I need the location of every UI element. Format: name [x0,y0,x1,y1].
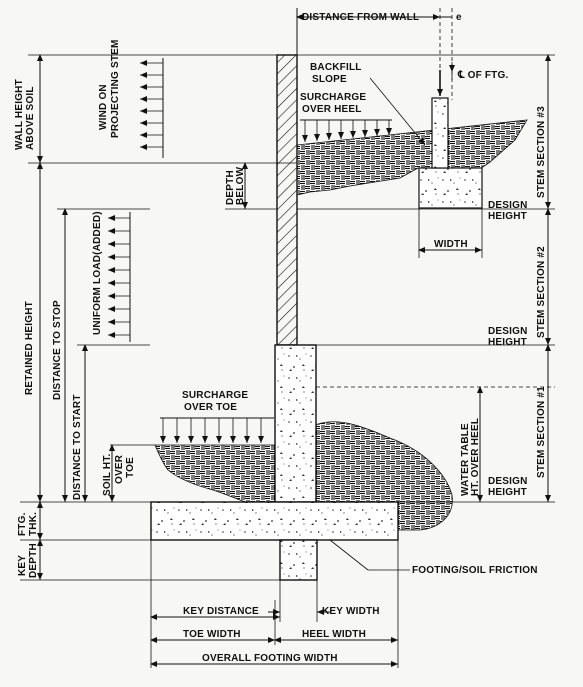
label-key-depth-2: DEPTH [28,543,39,578]
footing-key [279,539,318,581]
wind-arrows [140,58,164,158]
label-surcharge-over-heel-1: SURCHARGE [300,92,366,103]
wall-stem-lower [274,344,317,503]
label-water-table-2: HT. OVER HEEL [470,418,481,496]
label-footing-soil-friction: FOOTING/SOIL FRICTION [412,565,538,576]
label-stem-section-3: STEM SECTION #3 [536,106,547,198]
label-distance-to-stop: DISTANCE TO STOP [52,300,63,400]
label-ftg-thk-2: THK. [28,512,39,536]
label-e: e [456,12,462,23]
label-wind-2: PROJECTING STEM [110,39,121,138]
label-soil-ht-1: SOIL HT. [102,453,113,496]
label-wall-height-2: ABOVE SOIL [25,86,36,150]
label-design-height-1b: HEIGHT [488,487,527,498]
label-overall-footing-width: OVERALL FOOTING WIDTH [202,653,338,664]
footing [150,501,399,541]
label-key-distance: KEY DISTANCE [183,606,259,617]
label-cl-of-ftg: ℄ OF FTG. [457,70,508,81]
label-soil-ht-2: OVER [114,454,125,484]
soil-heel-lower [314,421,453,531]
label-depth-below-1: DEPTH [225,170,236,205]
label-wall-height-1: WALL HEIGHT [14,79,25,150]
label-design-height-2b: HEIGHT [488,337,527,348]
label-water-table-1: WATER TABLE [460,423,471,496]
label-width: WIDTH [434,239,468,250]
label-uniform-load: UNIFORM LOAD(ADDED) [92,211,103,335]
soil-heel-upper [296,119,528,196]
label-design-height-2a: DESIGN [488,326,528,337]
label-key-depth-1: KEY [17,555,28,576]
label-design-height-1a: DESIGN [488,476,528,487]
label-surcharge-over-toe-1: SURCHARGE [182,390,248,401]
label-backfill-slope-1: BACKFILL [310,62,362,73]
soil-toe [154,444,276,503]
label-design-height-3a: DESIGN [488,200,528,211]
label-design-height-3b: HEIGHT [488,211,527,222]
label-distance-from-wall: DISTANCE FROM WALL [302,12,419,23]
label-depth-below-2: BELOW [235,166,246,205]
label-stem-section-2: STEM SECTION #2 [536,246,547,338]
label-surcharge-over-toe-2: OVER TOE [184,402,237,413]
inset-footing [418,167,483,209]
label-surcharge-over-heel-2: OVER HEEL [302,104,362,115]
label-soil-ht-3: TOE [125,457,136,478]
label-distance-to-start: DISTANCE TO START [72,394,83,500]
label-backfill-slope-2: SLOPE [312,74,347,85]
surcharge-toe-arrows [160,418,264,443]
inset-column [431,97,449,169]
surcharge-heel-arrows [302,120,392,142]
label-retained-height: RETAINED HEIGHT [24,301,35,395]
uniform-load-arrows [108,212,131,342]
label-key-width: KEY WIDTH [322,606,380,617]
label-ftg-thk-1: FTG. [17,512,28,536]
label-wind-1: WIND ON [98,84,109,130]
wall-stem-upper [276,54,298,346]
label-stem-section-1: STEM SECTION #1 [536,386,547,478]
label-toe-width: TOE WIDTH [183,629,241,640]
label-heel-width: HEEL WIDTH [302,629,366,640]
